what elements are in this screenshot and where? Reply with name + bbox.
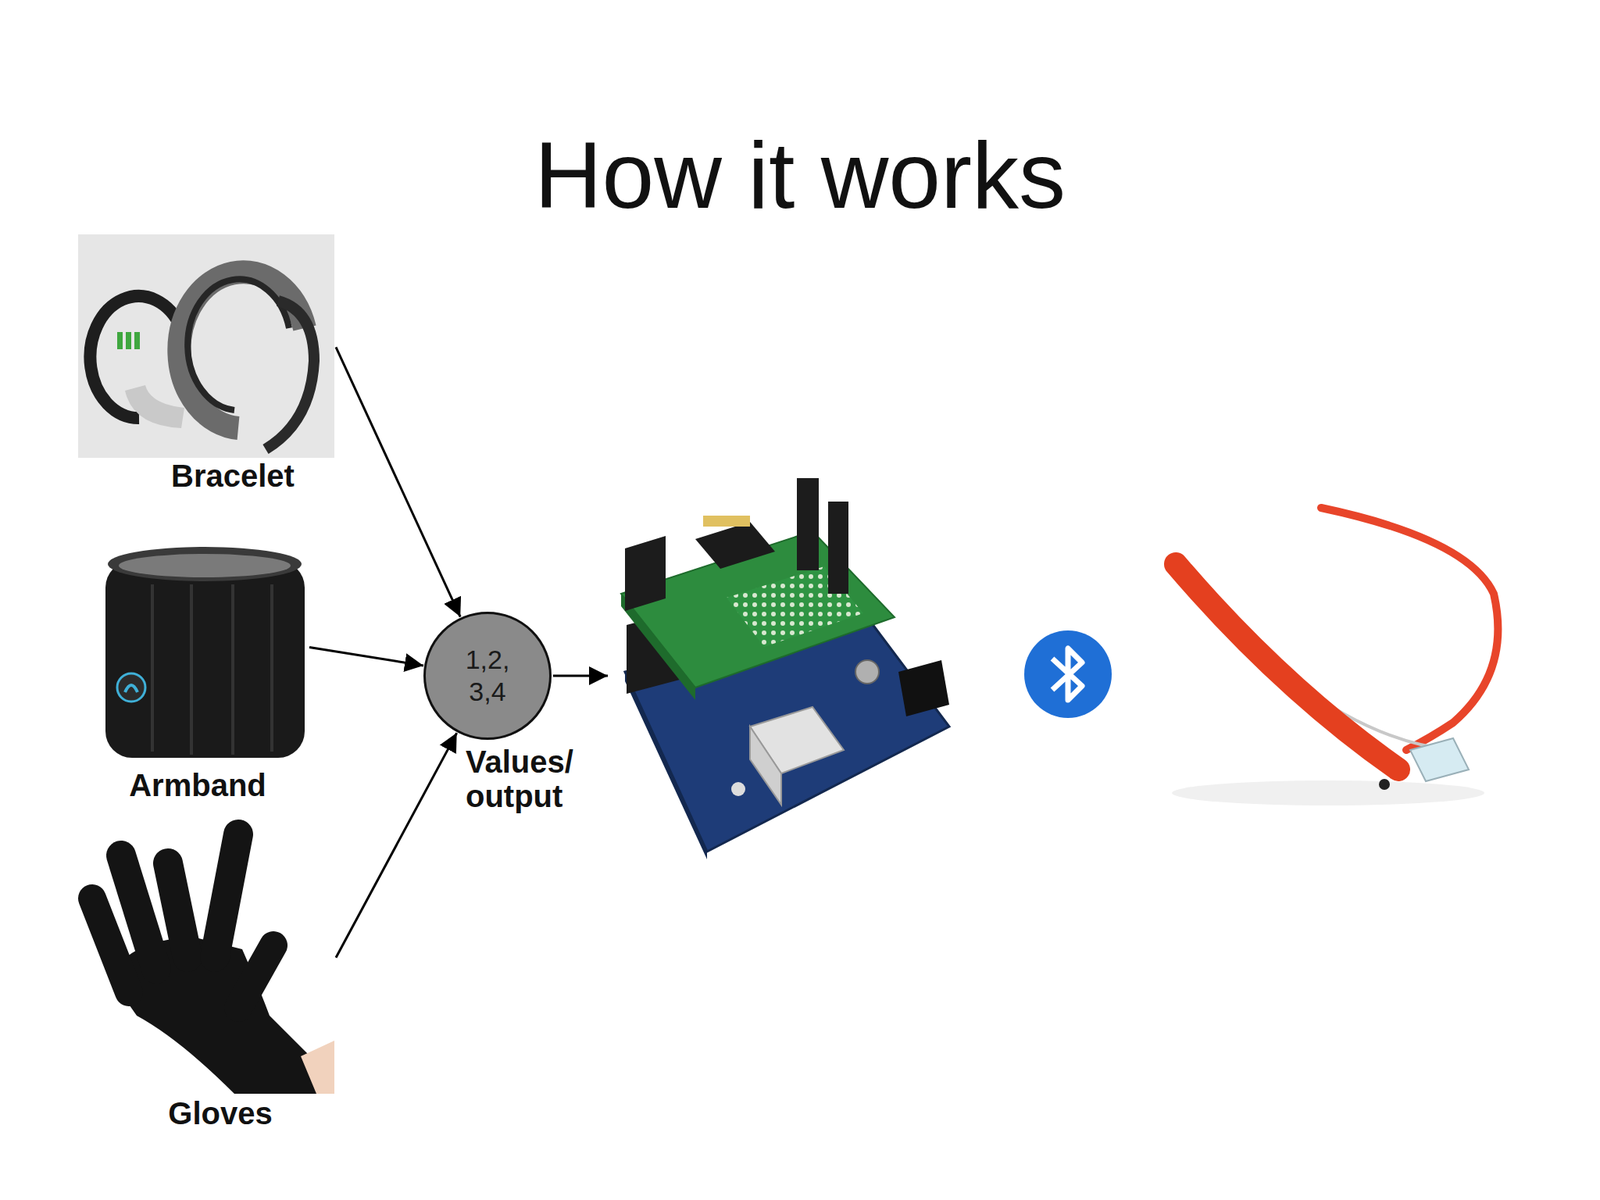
bluetooth-icon bbox=[1024, 630, 1112, 718]
glove-picture bbox=[92, 834, 335, 1094]
title-text: How it works bbox=[0, 123, 1600, 227]
arduino-board bbox=[621, 478, 950, 860]
armband-picture bbox=[105, 546, 305, 758]
device-label: Armband bbox=[128, 767, 267, 804]
device-node: Bracelet bbox=[78, 234, 335, 494]
signal-arrow bbox=[335, 732, 458, 958]
value-node: 1,2, 3,4Values/ output bbox=[423, 611, 552, 740]
value-text: 1,2, 3,4 bbox=[454, 643, 521, 708]
caption-label: Values/ output bbox=[465, 744, 622, 814]
device-node: Gloves bbox=[78, 826, 335, 1132]
output-arrow bbox=[553, 675, 608, 678]
signal-arrow bbox=[335, 346, 461, 617]
device-node: Armband bbox=[101, 539, 308, 804]
signal-arrow bbox=[309, 647, 424, 666]
value-circle: 1,2, 3,4 bbox=[423, 611, 552, 740]
device-label: Bracelet bbox=[171, 457, 295, 494]
smart-glasses bbox=[1171, 507, 1498, 806]
device-label: Gloves bbox=[167, 1095, 272, 1132]
bracelet-picture bbox=[78, 234, 335, 458]
